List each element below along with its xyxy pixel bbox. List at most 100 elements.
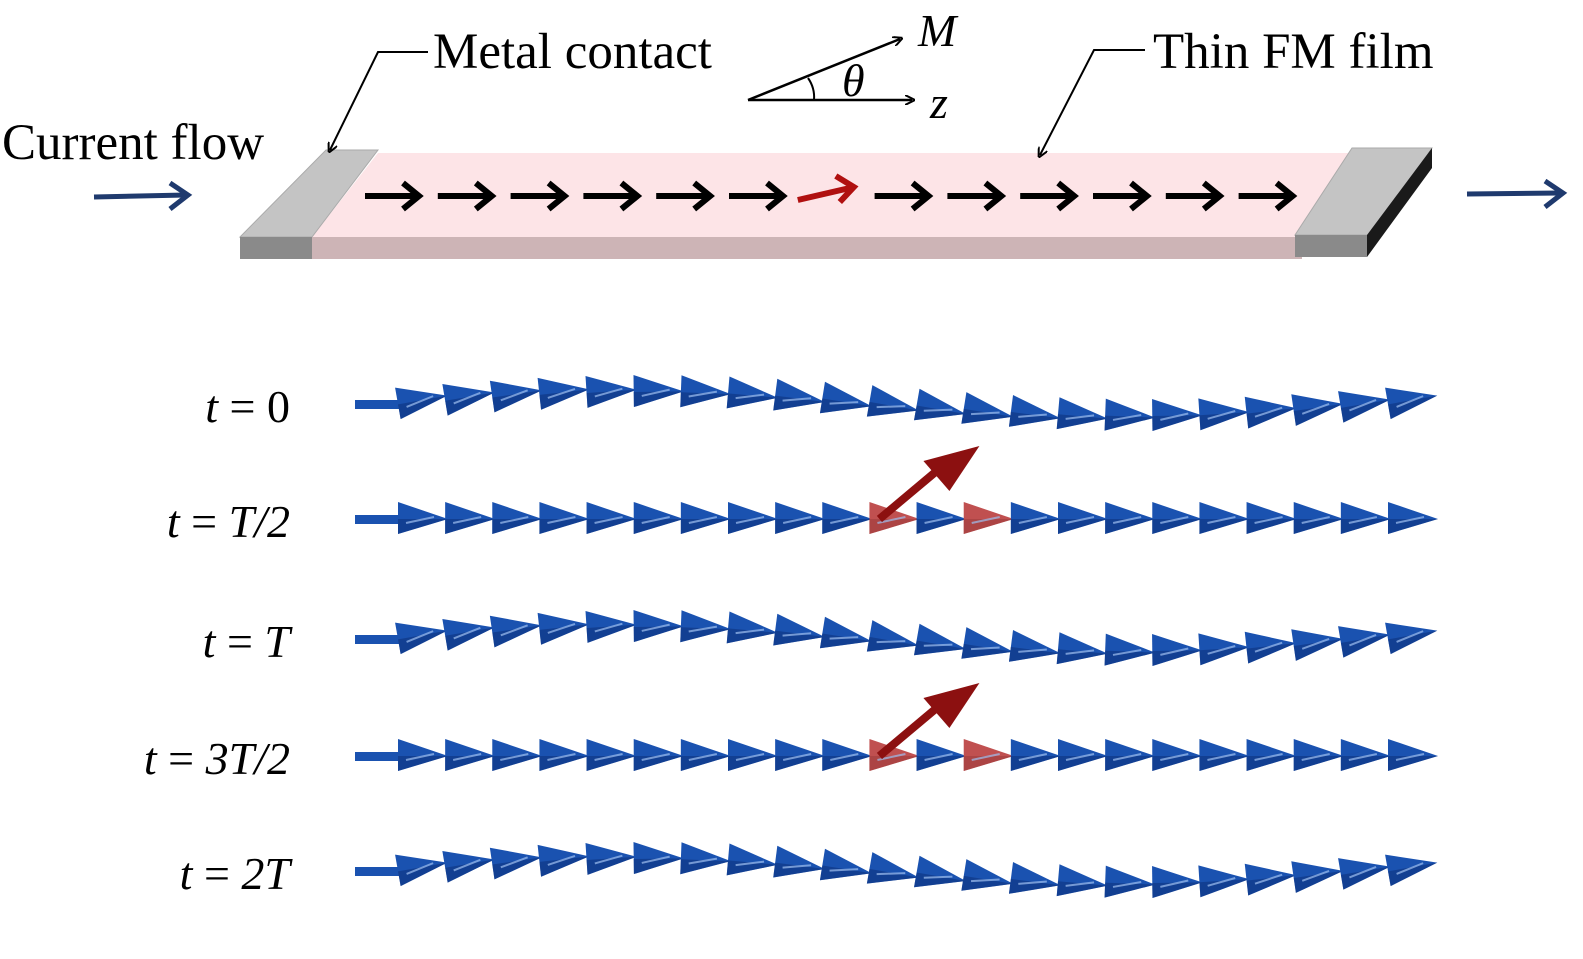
spin-cone	[633, 842, 684, 875]
spin-cone	[537, 377, 590, 410]
spin-cone	[398, 502, 448, 534]
spin-cone	[1058, 502, 1108, 534]
spin-cone	[1340, 739, 1391, 771]
spin-cone	[1338, 626, 1391, 658]
chain-stem	[355, 400, 405, 409]
spin-cone	[585, 375, 637, 408]
spin-cone	[822, 739, 873, 771]
chain-stem	[355, 752, 405, 761]
spin-cone	[1388, 739, 1438, 771]
spin-cone	[1008, 862, 1061, 894]
spin-cone	[726, 843, 778, 876]
chain-stem	[355, 635, 405, 644]
spin-cone	[442, 384, 495, 416]
spin-cone	[633, 739, 684, 771]
film-arrow	[583, 180, 643, 212]
film-arrow	[947, 180, 1007, 212]
spin-cone	[442, 619, 495, 651]
film-arrow	[729, 180, 788, 212]
spin-cone	[537, 844, 590, 877]
spin-cone	[1244, 863, 1297, 896]
spin-cone	[1198, 865, 1250, 898]
theta-label: θ	[842, 55, 865, 106]
spin-cone	[489, 847, 542, 880]
film-top	[312, 153, 1358, 237]
spin-cone	[1385, 854, 1438, 887]
spin-cone	[961, 392, 1014, 424]
film-arrow	[437, 180, 497, 212]
spin-cone	[1056, 632, 1108, 665]
film-arrow-tilted	[797, 173, 859, 205]
film-arrow	[510, 180, 570, 212]
spin-cone	[1104, 398, 1156, 431]
right-contact-edge	[1367, 148, 1432, 257]
time-value: 3T/2	[205, 733, 290, 784]
spin-cone	[395, 854, 448, 887]
current-in-arrow-icon	[93, 180, 193, 211]
spin-cone	[1008, 395, 1061, 427]
spin-cone	[914, 855, 966, 888]
spin-cone	[492, 739, 543, 771]
spin-cone	[1293, 502, 1344, 534]
spin-cone	[869, 502, 920, 534]
spin-cone	[726, 611, 778, 644]
time-value: T/2	[228, 496, 290, 547]
spin-cone	[1104, 633, 1156, 666]
spin-cone	[819, 381, 872, 414]
magnetization-label: M	[918, 5, 957, 56]
spin-cone	[726, 376, 778, 409]
film-magnetization-arrows	[365, 173, 1298, 212]
time-value: T	[264, 616, 290, 667]
equals-sign: =	[215, 616, 265, 667]
z-axis-label: z	[930, 77, 948, 128]
spin-cone	[1388, 502, 1438, 534]
spin-cone	[916, 502, 967, 534]
spin-cone	[539, 502, 590, 534]
spin-chain-row	[355, 842, 1438, 898]
spin-cone	[1338, 391, 1391, 423]
spin-chain-row	[355, 683, 1438, 771]
spin-cone	[1008, 630, 1061, 662]
spin-cone	[680, 842, 731, 875]
current-flow-label: Current flow	[2, 115, 265, 171]
spin-cone	[1340, 502, 1391, 534]
spin-cone	[586, 502, 637, 534]
equals-sign: =	[192, 848, 242, 899]
spin-chain-row	[355, 610, 1438, 666]
angle-diagram	[747, 39, 912, 100]
time-variable: t	[179, 848, 193, 899]
current-out-arrow-icon	[1466, 178, 1568, 209]
spin-cone	[489, 380, 542, 413]
spin-cone	[1056, 864, 1108, 897]
spin-cone	[1338, 858, 1391, 890]
spin-cone	[869, 739, 920, 771]
spin-cone	[773, 613, 825, 646]
spin-cone	[914, 623, 966, 656]
spin-cone	[1199, 502, 1250, 534]
spin-cone	[398, 739, 448, 771]
tilted-spin-arrow	[876, 446, 980, 523]
film-arrow	[874, 180, 934, 212]
spin-cone	[1293, 739, 1344, 771]
spin-cone	[395, 387, 448, 420]
time-variable: t	[143, 733, 157, 784]
time-value: 0	[267, 381, 290, 432]
spin-chain-row	[355, 375, 1438, 431]
spin-cone	[773, 378, 825, 411]
time-variable: t	[166, 496, 180, 547]
spin-cone	[1385, 622, 1438, 655]
spin-cone	[1291, 861, 1344, 893]
spin-cone	[866, 620, 919, 652]
spin-cone	[633, 375, 684, 408]
film-arrow	[1020, 180, 1079, 212]
chain-stem	[355, 867, 405, 876]
time-label: t = 0	[0, 384, 290, 430]
time-value: 2T	[241, 848, 290, 899]
spin-cone	[866, 385, 919, 417]
spin-cone	[1105, 502, 1156, 534]
film-side	[312, 237, 1302, 259]
spin-cone	[1246, 502, 1297, 534]
film-arrow	[365, 180, 424, 212]
spin-cone	[680, 502, 731, 534]
film-arrow	[656, 180, 715, 212]
